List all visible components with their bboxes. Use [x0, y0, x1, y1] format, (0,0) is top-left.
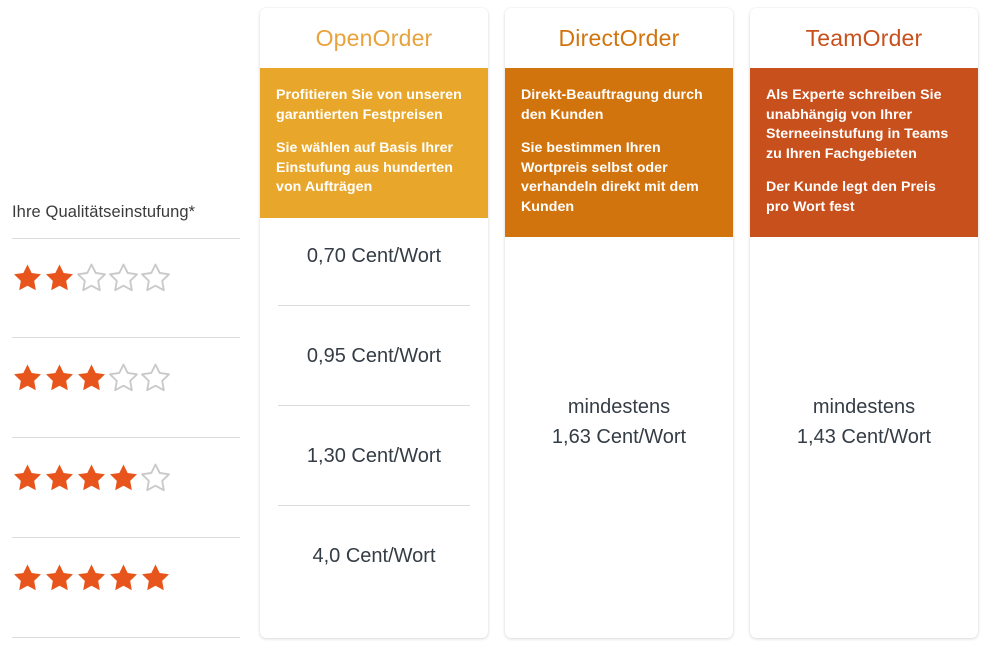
star-filled-icon — [110, 464, 137, 491]
plan-pricing-directorder: mindestens 1,63 Cent/Wort — [505, 237, 733, 632]
star-filled-icon — [14, 364, 41, 391]
price-row: 1,30 Cent/Wort — [260, 418, 488, 518]
star-filled-icon — [14, 264, 41, 291]
star-rating[interactable] — [12, 262, 171, 293]
star-filled-icon — [46, 364, 73, 391]
star-rating[interactable] — [12, 362, 171, 393]
quality-rating-column: Ihre Qualitätseinstufung* — [0, 0, 248, 653]
title-divider — [12, 238, 240, 239]
star-empty-icon — [141, 263, 170, 292]
row-divider — [12, 537, 240, 538]
plan-feature: Profitieren Sie von unseren garantierten… — [276, 87, 462, 123]
plan-title-teamorder: TeamOrder — [805, 25, 923, 51]
rating-3-stars[interactable] — [12, 350, 240, 450]
star-rating[interactable] — [12, 562, 171, 593]
star-filled-icon — [46, 564, 73, 591]
price-value: 0,70 Cent/Wort — [306, 244, 442, 267]
row-divider — [12, 337, 240, 338]
price-row: 0,70 Cent/Wort — [260, 218, 488, 318]
plan-feature: Sie wählen auf Basis Ihrer Einstufung au… — [276, 140, 454, 195]
minimum-price-value: 1,63 Cent/Wort — [551, 426, 687, 448]
star-filled-icon — [142, 564, 169, 591]
star-filled-icon — [78, 364, 105, 391]
plan-title-directorder: DirectOrder — [558, 25, 680, 51]
price-divider — [278, 404, 470, 406]
star-filled-icon — [110, 564, 137, 591]
star-empty-icon — [77, 263, 106, 292]
star-empty-icon — [141, 463, 170, 492]
rating-4-stars[interactable] — [12, 450, 240, 550]
row-divider — [12, 437, 240, 438]
minimum-price-label: mindestens — [812, 396, 916, 418]
plan-banner-teamorder: Als Experte schreiben Sie unabhängig von… — [750, 68, 978, 237]
minimum-price: mindestens 1,43 Cent/Wort — [750, 237, 978, 632]
price-divider — [278, 304, 470, 306]
price-row: 4,0 Cent/Wort — [260, 518, 488, 618]
plan-title-openorder: OpenOrder — [315, 25, 433, 51]
price-value: 0,95 Cent/Wort — [306, 344, 442, 367]
star-rating[interactable] — [12, 462, 171, 493]
star-filled-icon — [14, 564, 41, 591]
minimum-price-label: mindestens — [567, 396, 671, 418]
price-value: 4,0 Cent/Wort — [312, 544, 436, 567]
quality-rating-title: Ihre Qualitätseinstufung* — [12, 203, 196, 221]
price-value: 1,30 Cent/Wort — [306, 444, 442, 467]
plan-pricing-teamorder: mindestens 1,43 Cent/Wort — [750, 237, 978, 632]
plan-feature: Als Experte schreiben Sie unabhängig von… — [766, 87, 949, 162]
row-divider — [12, 637, 240, 638]
plan-feature: Der Kunde legt den Preis pro Wort fest — [766, 179, 936, 215]
plan-pricing-openorder: 0,70 Cent/Wort 0,95 Cent/Wort 1,30 Cent/Wo… — [260, 218, 488, 613]
price-divider — [278, 504, 470, 506]
minimum-price-value: 1,43 Cent/Wort — [796, 426, 932, 448]
star-filled-icon — [14, 464, 41, 491]
plan-feature: Sie bestimmen Ihren Wortpreis selbst ode… — [521, 140, 699, 215]
price-row: 0,95 Cent/Wort — [260, 318, 488, 418]
star-empty-icon — [109, 263, 138, 292]
star-filled-icon — [78, 564, 105, 591]
rating-5-stars[interactable] — [12, 550, 240, 650]
star-filled-icon — [46, 264, 73, 291]
star-empty-icon — [141, 363, 170, 392]
plan-banner-openorder: Profitieren Sie von unseren garantierten… — [260, 68, 488, 218]
plan-feature: Direkt-Beauftragung durch den Kunden — [521, 87, 703, 123]
rating-2-stars[interactable] — [12, 250, 240, 350]
minimum-price: mindestens 1,63 Cent/Wort — [505, 237, 733, 632]
star-empty-icon — [109, 363, 138, 392]
star-filled-icon — [78, 464, 105, 491]
star-filled-icon — [46, 464, 73, 491]
